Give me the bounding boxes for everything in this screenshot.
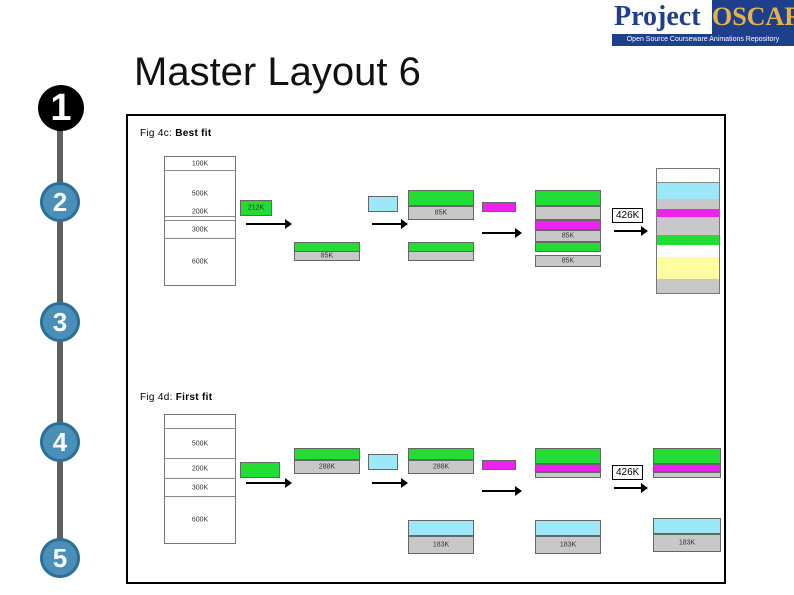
fig-4c-final-gray-b (657, 217, 719, 235)
step-3-button[interactable]: 3 (40, 302, 80, 342)
fig-4d-s3-183k: 183K (408, 536, 474, 554)
fig-4c-label-426k: 426K (612, 208, 644, 223)
logo-banner: Project OSCAR (612, 0, 794, 34)
fig-4c-arrow-2 (372, 219, 408, 229)
fig-4d-s4-183k: 183K (535, 536, 601, 554)
fig-4d-final-cyan (653, 518, 721, 534)
fig-4c-final-magenta (657, 209, 719, 217)
fig-4d-final-gray (653, 472, 721, 478)
fig-4d-final-183k: 183K (653, 534, 721, 552)
fig-4c-final-gray (657, 199, 719, 209)
fig-4c-final-white (657, 245, 719, 257)
fig-4d-final-magenta (653, 464, 721, 472)
fig-4d-s4-gray (535, 472, 601, 478)
fig-4d-s3-288k: 288K (408, 460, 474, 474)
fig-4d-mem-600k: 600K (165, 497, 235, 543)
fig-4d-mem-top (165, 415, 235, 429)
fig-4c-mem-500k: 500K (165, 171, 235, 217)
fig-4d-s4-cyan (535, 520, 601, 536)
fig-4d-s2-green (294, 448, 360, 460)
fig-4d-label-426k: 426K (612, 465, 644, 480)
step-4-button[interactable]: 4 (40, 422, 80, 462)
fig-4c-mem-100k: 100K (165, 157, 235, 171)
fig-4c-s4-green-b (535, 242, 601, 252)
project-oscar-logo: Project OSCAR Open Source Courseware Ani… (612, 0, 794, 46)
fig-4c-final-cyan (657, 183, 719, 199)
fig-4c-arrow-3 (482, 228, 522, 238)
fig-4d-s3-magenta (482, 460, 516, 470)
fig-4d-arrow-1 (246, 478, 292, 488)
fig-4c-mem-600k: 600K (165, 239, 235, 285)
fig-4d-prefix: Fig 4d: (140, 392, 176, 403)
fig-4c-final-bottom (657, 279, 719, 293)
step-1-button[interactable]: 1 (38, 85, 84, 131)
logo-oscar-text: OSCAR (712, 0, 794, 34)
fig-4c-s4-85k-b: 85K (535, 255, 601, 267)
fig-4c-s3-magenta (482, 202, 516, 212)
fig-4c-prefix: Fig 4c: (140, 128, 176, 139)
fig-4d-title: First fit (175, 392, 213, 403)
fig-4c-s4-gray-a (535, 206, 601, 220)
fig-4c-s2-cyan (368, 196, 398, 212)
fig-4d-mem-200k: 200K (165, 459, 235, 479)
fig-4d-caption: Fig 4d: First fit (140, 392, 212, 403)
fig-4d-memory: 500K 200K 300K 600K (164, 414, 236, 544)
fig-4c-mem-300k: 300K (165, 221, 235, 239)
logo-project-text: Project (614, 0, 710, 34)
fig-4c-arrow-4 (614, 226, 648, 236)
fig-4c-s4-green (535, 190, 601, 206)
fig-4c-s2-85k: 85K (294, 251, 360, 261)
fig-4d-s4-magenta (535, 464, 601, 472)
fig-4d-mem-300k: 300K (165, 479, 235, 497)
fig-4c-s3-green (408, 190, 474, 206)
fig-4c-s4-magenta (535, 220, 601, 230)
fig-4d-arrow-4 (614, 483, 648, 493)
fig-4c-arrow-1 (246, 219, 292, 229)
fig-4d-process (240, 462, 280, 478)
page-title: Master Layout 6 (134, 50, 421, 94)
fig-4c-memory: 100K 500K 200K 300K 600K (164, 156, 236, 286)
fig-4d-arrow-2 (372, 478, 408, 488)
fig-4c-s4-85k: 85K (535, 230, 601, 242)
fig-4d-final-green (653, 448, 721, 464)
fig-4c-final-memory (656, 168, 720, 294)
fig-4c-caption: Fig 4c: Best fit (140, 128, 212, 139)
fig-4c-final-top (657, 169, 719, 183)
fig-4c-s3-gray-b (408, 251, 474, 261)
fig-4d-mem-500k: 500K (165, 429, 235, 459)
fig-4d-s2-cyan (368, 454, 398, 470)
fig-4c-s3-85k-a: 85K (408, 206, 474, 220)
fig-4c-final-green (657, 235, 719, 245)
fig-4c-final-yellow (657, 257, 719, 279)
step-2-button[interactable]: 2 (40, 182, 80, 222)
fig-4c-mem-200k: 200K (165, 203, 235, 221)
fig-4d-s2-288k: 288K (294, 460, 360, 474)
logo-subtitle: Open Source Courseware Animations Reposi… (612, 34, 794, 46)
fig-4c-process-212k: 212K (240, 200, 272, 216)
fig-4d-arrow-3 (482, 486, 522, 496)
step-5-button[interactable]: 5 (40, 538, 80, 578)
fig-4c-title: Best fit (175, 128, 212, 139)
fig-4d-s3-green (408, 448, 474, 460)
fig-4d-s3-cyan (408, 520, 474, 536)
fig-4d-s4-green (535, 448, 601, 464)
